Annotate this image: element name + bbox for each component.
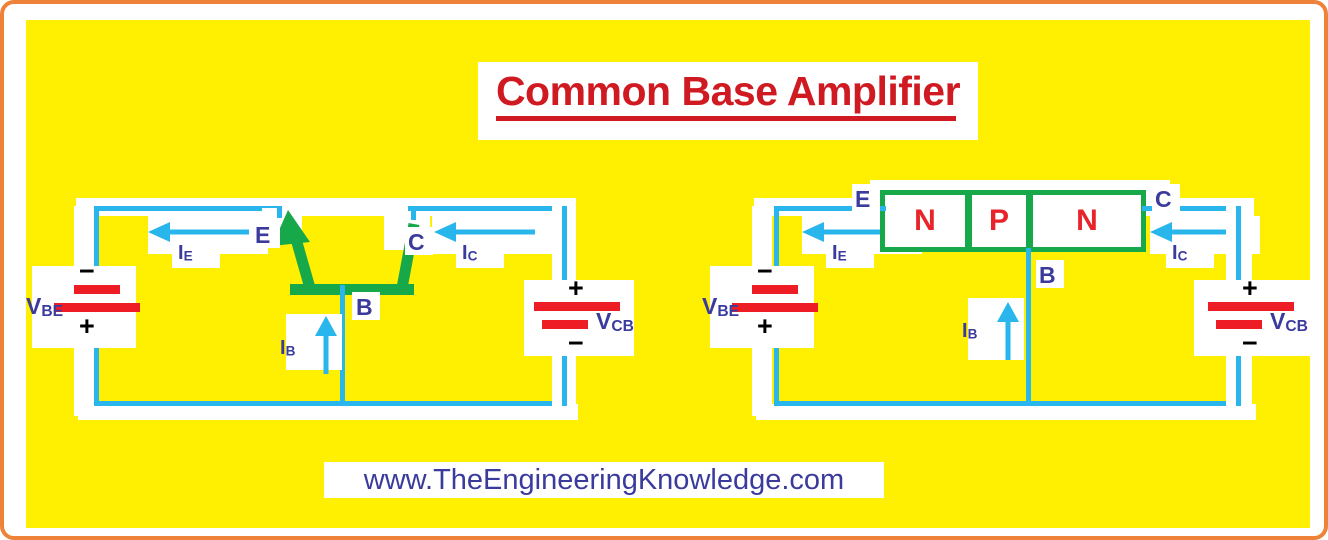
terminal-label-c-right: C (1155, 186, 1172, 212)
vbe-left-plate-long (54, 303, 140, 312)
ib-right-label: IB (962, 320, 977, 343)
c-left-halo (405, 227, 433, 255)
base-lead-wire (340, 285, 345, 405)
vcb-left-label-sub: CB (611, 317, 634, 335)
ie-right-label-halo (826, 242, 874, 268)
ib-right-label-main: I (962, 320, 968, 342)
collector-lead-wire (411, 206, 416, 220)
ic-left-label-halo (456, 242, 504, 268)
vbe-left-plate-short (74, 285, 120, 294)
ib-right-halo (968, 298, 1024, 360)
ic-left-label: IC (462, 242, 477, 265)
right-loop-bottom-wire (774, 401, 1244, 406)
vbe-right-plate-short (752, 285, 798, 294)
c-right-halo (1152, 184, 1180, 212)
vcb-right-halo (1194, 280, 1310, 356)
diagram-canvas: Common Base Amplifier − + VBE (26, 20, 1310, 528)
ie-left-label-main: I (178, 242, 184, 264)
terminal-label-e-right: E (855, 186, 871, 212)
ib-right-arrow-icon (997, 302, 1019, 360)
title-underline-gap-2 (496, 128, 956, 130)
left-loop-bottom-wire (94, 401, 564, 406)
vcb-left-top-sign: + (568, 273, 584, 303)
vbe-left-top-sign: − (79, 256, 95, 286)
title-underline-gap-3 (496, 133, 956, 135)
left-top-halo (76, 198, 576, 216)
ic-left-label-main: I (462, 242, 468, 264)
footer-url: www.TheEngineeringKnowledge.com (363, 464, 845, 496)
ic-right-label-main: I (1172, 242, 1178, 264)
transistor-symbol-icon (272, 210, 420, 295)
vcb-right-plate-short (1216, 320, 1262, 329)
ic-right-label-sub: C (1177, 248, 1188, 264)
vbe-right-bottom-sign: + (757, 311, 773, 341)
emitter-lead-wire (277, 206, 282, 218)
npn-base-wire (1026, 248, 1031, 405)
ib-left-label-sub: B (285, 343, 296, 359)
ie-left-label-halo (172, 242, 220, 268)
ib-left-arrow-icon (315, 316, 337, 374)
vcb-left-bottom-sign: − (568, 328, 584, 358)
ib-left-label-main: I (280, 337, 286, 359)
ie-left-label-sub: E (183, 248, 193, 264)
vcb-right-label-sub: CB (1285, 317, 1308, 335)
ie-right-label: IE (832, 242, 847, 265)
page-title: Common Base Amplifier (495, 68, 961, 114)
npn-collector-wire (1142, 206, 1248, 211)
npn-emitter-wire (876, 206, 886, 211)
collector-top-wire (408, 206, 564, 211)
vbe-right-top-sign: − (757, 256, 773, 286)
vbe-left-label-main: V (26, 293, 42, 319)
vbe-right-label-sub: BE (717, 302, 740, 320)
vbe-right-plate-long (732, 303, 818, 312)
terminal-label-b-left: B (356, 294, 373, 320)
vcb-left-label-main: V (596, 308, 612, 334)
vcb-right-bottom-sign: − (1242, 328, 1258, 358)
title-background-patch (478, 62, 978, 140)
npn-segment-p: P (967, 190, 1031, 252)
b-left-halo (352, 292, 380, 320)
vcb-left-plate-short (542, 320, 588, 329)
ib-left-halo (286, 314, 342, 370)
terminal-label-e-left: E (255, 222, 271, 248)
vbe-left-label-sub: BE (41, 302, 64, 320)
ic-right-label: IC (1172, 242, 1187, 265)
right-bottom-halo (756, 404, 1256, 420)
vcb-right-plate-long (1208, 302, 1294, 311)
ib-left-label: IB (280, 337, 295, 360)
ic-left-label-sub: C (467, 248, 478, 264)
b-right-halo (1036, 260, 1064, 288)
npn-segment-n1: N (880, 190, 970, 252)
right-loop-top-left-wire (774, 206, 880, 211)
ie-right-label-main: I (832, 242, 838, 264)
vcb-right-label: VCB (1270, 308, 1308, 336)
vcb-right-label-main: V (1270, 308, 1286, 334)
ie-left-label: IE (178, 242, 193, 265)
ie-right-label-sub: E (837, 248, 847, 264)
title-underline (496, 116, 956, 121)
ie-left-arrow-icon (148, 222, 249, 242)
vcb-right-top-sign: + (1242, 273, 1258, 303)
vcb-left-plate-long (534, 302, 620, 311)
vbe-left-label: VBE (26, 293, 63, 321)
left-loop-top-wire (94, 206, 279, 211)
ic-right-label-halo (1166, 242, 1214, 268)
vbe-left-bottom-sign: + (79, 311, 95, 341)
terminal-label-c-left: C (408, 229, 425, 255)
terminal-label-b-right: B (1039, 262, 1056, 288)
vbe-right-label: VBE (702, 293, 739, 321)
ic-left-arrow-icon (434, 222, 535, 242)
vbe-right-label-main: V (702, 293, 718, 319)
ib-right-label-sub: B (967, 326, 978, 342)
left-bottom-halo (78, 404, 578, 420)
e-left-halo (252, 220, 280, 248)
npn-segment-n2: N (1028, 190, 1146, 252)
e-right-halo (852, 184, 880, 212)
vcb-left-label: VCB (596, 308, 634, 336)
footer-background-patch (324, 462, 884, 498)
title-underline-gap-1 (496, 123, 956, 125)
vcb-left-halo (524, 280, 634, 356)
